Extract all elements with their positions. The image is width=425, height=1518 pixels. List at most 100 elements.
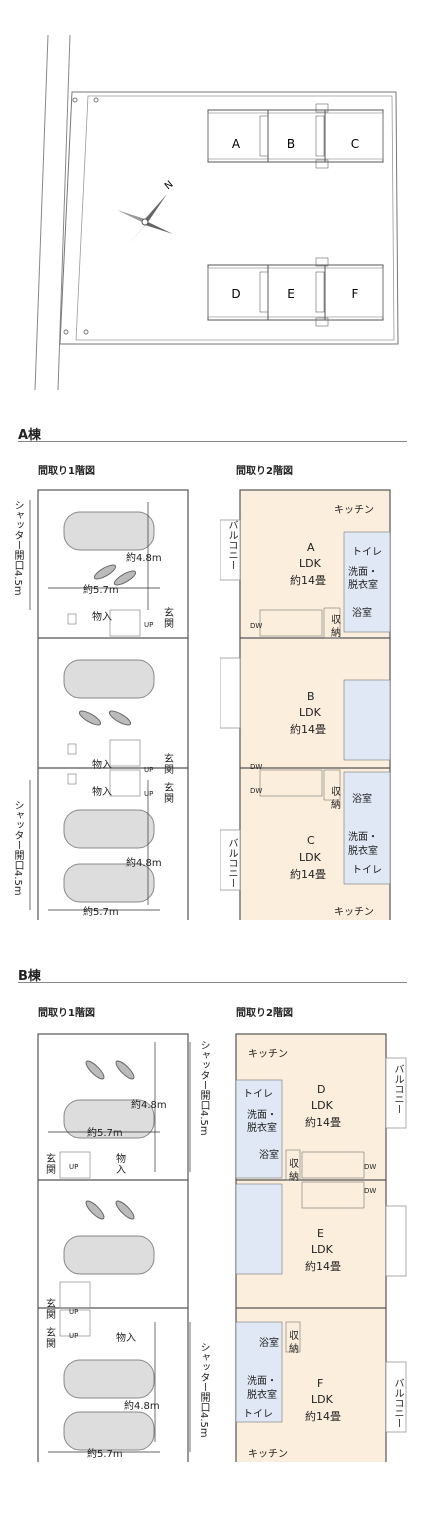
a-floor2-title: 間取り2階図 — [236, 466, 293, 477]
a1-storage-3: 物入 — [92, 787, 112, 798]
a1-entrance-2: 玄関 — [164, 754, 174, 776]
site-label-f: F — [352, 287, 359, 301]
b1-shutter-2: シャッター開口4.5m — [198, 1342, 209, 1438]
b2-dw-e: DW — [364, 1187, 377, 1195]
a1-storage-1: 物入 — [92, 612, 112, 623]
a-floor1-title: 間取り1階図 — [38, 466, 95, 477]
b1-dim-width-1: 約5.7m — [87, 1128, 123, 1139]
section-b-title: B棟 — [18, 969, 41, 984]
a2-wash1-a: 洗面・ — [348, 567, 378, 578]
b1-shutter-1: シャッター開口4.5m — [198, 1040, 209, 1136]
a2-bath-c: 浴室 — [352, 794, 372, 805]
a2-bath-a: 浴室 — [352, 608, 372, 619]
site-label-a: A — [232, 137, 241, 151]
b1-up-2: UP — [69, 1308, 79, 1316]
b-floor1-plan — [37, 1033, 191, 1462]
b2-wash2-f: 脱衣室 — [247, 1390, 277, 1401]
b2-bath-d: 浴室 — [259, 1150, 279, 1161]
a2-unit-c: C — [307, 834, 315, 847]
b2-wash1-d: 洗面・ — [247, 1110, 277, 1121]
b2-wash2-d: 脱衣室 — [247, 1123, 277, 1134]
a2-closet2-a: 納 — [331, 628, 341, 639]
section-b-rule — [18, 982, 407, 983]
b2-closet2-d: 納 — [289, 1172, 299, 1183]
b1-up-3: UP — [69, 1332, 79, 1340]
b2-kitchen-2: キッチン — [248, 1449, 288, 1460]
a1-dim-width-2: 約5.7m — [83, 907, 119, 918]
a1-shutter-1: シャッター開口4.5m — [12, 500, 23, 596]
b2-size-d: 約14畳 — [305, 1116, 341, 1129]
site-lower-block — [207, 257, 384, 327]
a2-ldk-a: LDK — [299, 557, 321, 570]
b2-unit-d: D — [317, 1083, 326, 1096]
a2-unit-b: B — [307, 690, 315, 703]
a2-size-c: 約14畳 — [290, 868, 326, 881]
b2-ldk-f: LDK — [311, 1393, 333, 1406]
a2-size-a: 約14畳 — [290, 574, 326, 587]
a2-kitchen-2: キッチン — [334, 907, 374, 918]
a2-balcony-2: バルコニー — [226, 838, 237, 888]
a2-wash1-c: 洗面・ — [348, 832, 378, 843]
a2-unit-a: A — [307, 541, 315, 554]
site-label-d: D — [231, 287, 240, 301]
a2-closet2-c: 納 — [331, 800, 341, 811]
a2-size-b: 約14畳 — [290, 723, 326, 736]
b1-dim-depth-2: 約4.8m — [124, 1401, 160, 1412]
a1-entrance-3: 玄関 — [164, 783, 174, 805]
section-a-rule — [18, 441, 407, 442]
b2-toilet-d: トイレ — [243, 1089, 273, 1100]
b2-balcony-2: バルコニー — [392, 1378, 403, 1428]
a1-up-1: UP — [144, 621, 154, 629]
a2-dw-c: DW — [250, 787, 263, 795]
a-floor1-plan — [29, 489, 189, 920]
b2-size-e: 約14畳 — [305, 1260, 341, 1273]
a1-up-3: UP — [144, 790, 154, 798]
b2-closet2-f: 納 — [289, 1344, 299, 1355]
a1-entrance-1: 玄関 — [164, 608, 174, 630]
a2-wash2-a: 脱衣室 — [348, 580, 378, 591]
a2-closet1-c: 収 — [331, 787, 341, 798]
b-floor2-title: 間取り2階図 — [236, 1008, 293, 1019]
b1-storage-1: 物入 — [116, 1154, 126, 1176]
a2-dw-b: DW — [250, 763, 263, 771]
b1-dim-depth-1: 約4.8m — [131, 1100, 167, 1111]
a2-balcony-1: バルコニー — [226, 520, 237, 570]
a2-toilet-a: トイレ — [352, 547, 382, 558]
b1-entrance-3: 玄関 — [46, 1328, 56, 1350]
a1-dim-depth-1: 約4.8m — [126, 553, 162, 564]
a2-ldk-b: LDK — [299, 706, 321, 719]
b2-closet1-f: 収 — [289, 1331, 299, 1342]
b2-kitchen-1: キッチン — [248, 1049, 288, 1060]
b2-dw-d: DW — [364, 1163, 377, 1171]
b1-up-1: UP — [69, 1163, 79, 1171]
b2-closet1-d: 収 — [289, 1159, 299, 1170]
b2-size-f: 約14畳 — [305, 1410, 341, 1423]
b2-ldk-d: LDK — [311, 1099, 333, 1112]
a1-shutter-2: シャッター開口4.5m — [12, 800, 23, 896]
a1-dim-depth-2: 約4.8m — [126, 858, 162, 869]
site-plan: A B C D E F N — [0, 0, 425, 400]
a2-wash2-c: 脱衣室 — [348, 846, 378, 857]
site-label-c: C — [351, 137, 359, 151]
site-upper-block — [207, 103, 384, 169]
b1-entrance-1: 玄関 — [46, 1154, 56, 1176]
site-label-e: E — [287, 287, 295, 301]
b2-bath-f: 浴室 — [259, 1338, 279, 1349]
b2-ldk-e: LDK — [311, 1243, 333, 1256]
section-a-title: A棟 — [18, 428, 42, 443]
a-floor2-plan — [220, 489, 391, 920]
a2-dw-a: DW — [250, 622, 263, 630]
a2-kitchen-1: キッチン — [334, 505, 374, 516]
site-label-b: B — [287, 137, 295, 151]
a1-dim-width-1: 約5.7m — [83, 585, 119, 596]
a1-up-2: UP — [144, 766, 154, 774]
b2-unit-f: F — [317, 1377, 324, 1390]
a2-closet1-a: 収 — [331, 615, 341, 626]
b2-toilet-f: トイレ — [243, 1409, 273, 1420]
b-floor2-plan — [235, 1033, 407, 1462]
a2-ldk-c: LDK — [299, 851, 321, 864]
b2-balcony-1: バルコニー — [392, 1064, 403, 1114]
b1-dim-width-2: 約5.7m — [87, 1449, 123, 1460]
b2-wash1-f: 洗面・ — [247, 1376, 277, 1387]
